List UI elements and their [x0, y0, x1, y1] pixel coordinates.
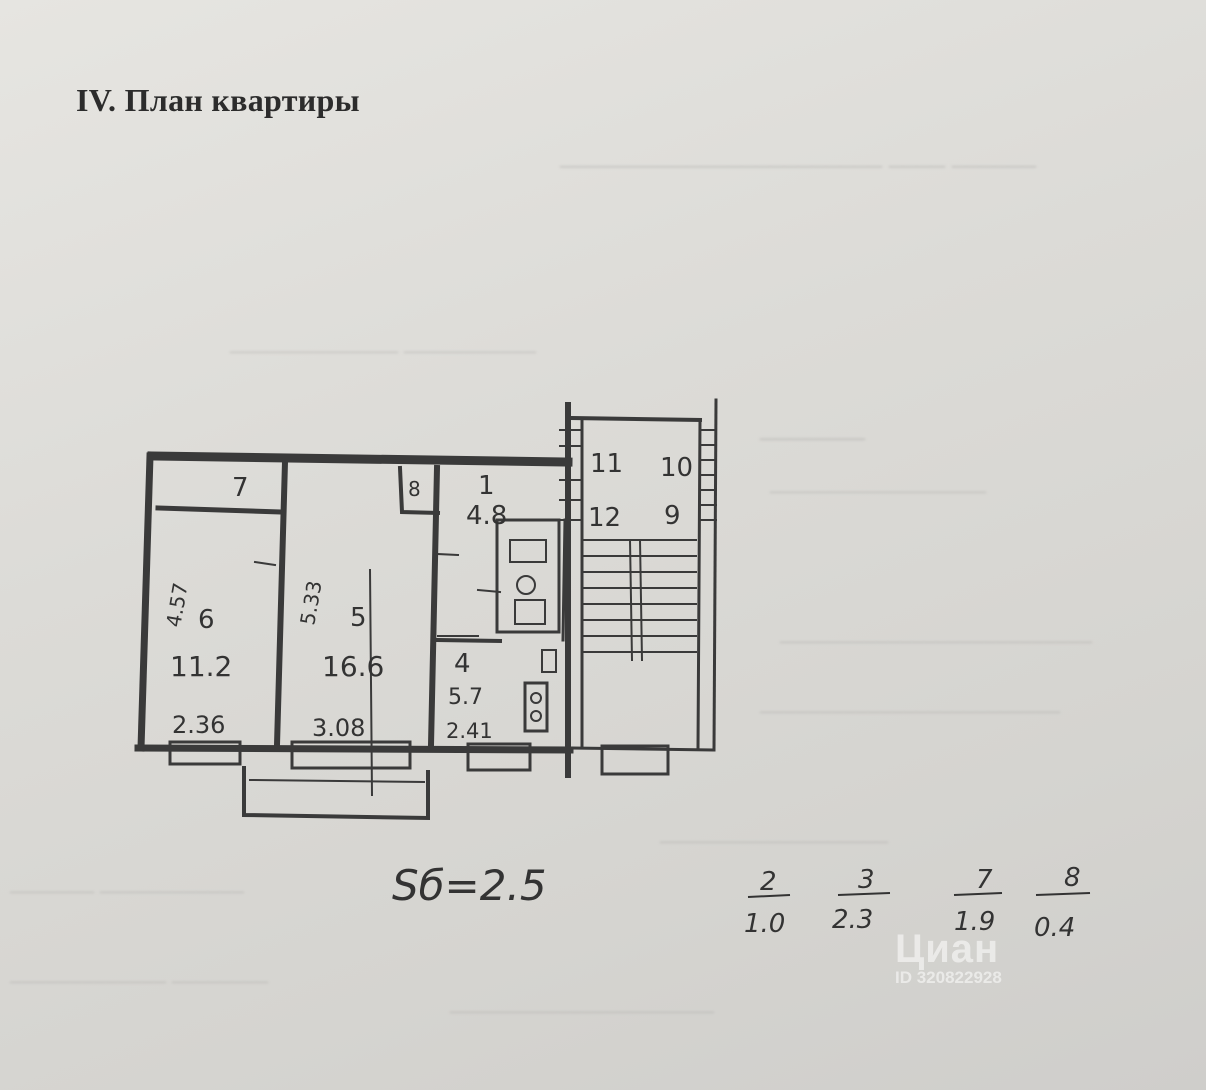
stair-ticks [559, 429, 717, 521]
bleed-through-text: _______ ____________ [10, 870, 244, 896]
sink [509, 539, 547, 563]
toilet [516, 575, 536, 595]
fraction-numerator: 2 [760, 867, 777, 897]
room-number: 11 [590, 449, 623, 479]
room-number: 9 [664, 501, 681, 531]
bleed-through-text: __________________ [770, 470, 986, 496]
bathtub [495, 518, 561, 634]
area-fraction: 8 0.4 [1034, 863, 1091, 943]
bleed-through-text: ______________ ___________ [230, 330, 536, 356]
wall-stair-bottom [570, 746, 714, 752]
wall-room5-kitchen [427, 464, 441, 749]
wall-bottom [134, 744, 574, 754]
wall-bath-right [561, 518, 567, 642]
bleed-through-text: ___________________ [660, 820, 888, 846]
room-number: 6 [198, 605, 215, 635]
fraction-numerator: 3 [858, 865, 875, 895]
wall-top [147, 451, 573, 467]
wall-kitchen-bath [435, 637, 503, 644]
dimension-label: 5.33 [295, 579, 326, 627]
stair-steps [583, 538, 697, 662]
wall-room6-room5 [273, 458, 289, 749]
dimension-label: 3.08 [312, 714, 365, 742]
bleed-through-text: _______ [760, 410, 865, 443]
balcony-area-note: Sб=2.5 [392, 861, 547, 910]
window-room6 [168, 740, 242, 766]
room-number: 4 [454, 649, 471, 679]
balcony-rail [248, 778, 426, 784]
bleed-through-text: _____________ ________ [10, 960, 268, 986]
room-number: 8 [408, 477, 421, 501]
room-number: 12 [588, 503, 621, 533]
room-number: 5 [350, 603, 367, 633]
watermark: Циан ID 320822928 [895, 927, 1002, 988]
section-title: IV. План квартиры [76, 82, 360, 118]
shower-fixture [514, 599, 546, 625]
fraction-denominator: 2.3 [832, 905, 873, 935]
fraction-denominator: 0.4 [1034, 913, 1075, 943]
fraction-denominator: 1.0 [744, 909, 785, 939]
room-area: 5.7 [448, 685, 483, 710]
area-fraction: 2 1.0 [744, 867, 791, 939]
room-number: 7 [232, 473, 249, 503]
dimension-label: 2.41 [446, 719, 493, 743]
fraction-denominator: 1.9 [954, 907, 995, 937]
room-number: 10 [660, 453, 693, 483]
watermark-brand: Циан [895, 927, 1000, 971]
bleed-through-text: _______________________ ____ ______ [560, 140, 1036, 171]
wall-room8 [397, 465, 441, 516]
wall-stair-right [712, 398, 718, 752]
stove [523, 681, 549, 733]
window-stair [600, 744, 670, 776]
watermark-id: ID 320822928 [895, 968, 1002, 987]
wall-closet7 [155, 505, 285, 515]
wall-stair-inner [696, 418, 702, 750]
balcony [242, 766, 430, 821]
dimension-tick [253, 552, 502, 797]
area-fraction: 7 1.9 [953, 865, 1003, 937]
fraction-numerator: 7 [976, 865, 993, 895]
window-kitchen [466, 742, 532, 772]
wall-left [137, 452, 154, 752]
dimension-label: 2.36 [172, 711, 225, 739]
bleed-through-text: __________________________ [780, 620, 1092, 646]
dimension-label: 4.57 [161, 581, 192, 629]
kitchen-sink [541, 649, 557, 673]
bleed-through-text: _________________________ [760, 690, 1060, 716]
room-number: 1 [478, 471, 495, 501]
stove-burner [530, 710, 542, 722]
room-area: 11.2 [170, 650, 232, 683]
room-area: 4.8 [466, 501, 507, 531]
bleed-through-text: ______________________ [450, 990, 714, 1016]
fraction-numerator: 8 [1064, 863, 1081, 893]
area-fraction: 3 2.3 [832, 865, 891, 935]
room-area: 16.6 [322, 650, 384, 683]
stove-burner [530, 692, 542, 704]
wall-stair-top [569, 415, 703, 423]
